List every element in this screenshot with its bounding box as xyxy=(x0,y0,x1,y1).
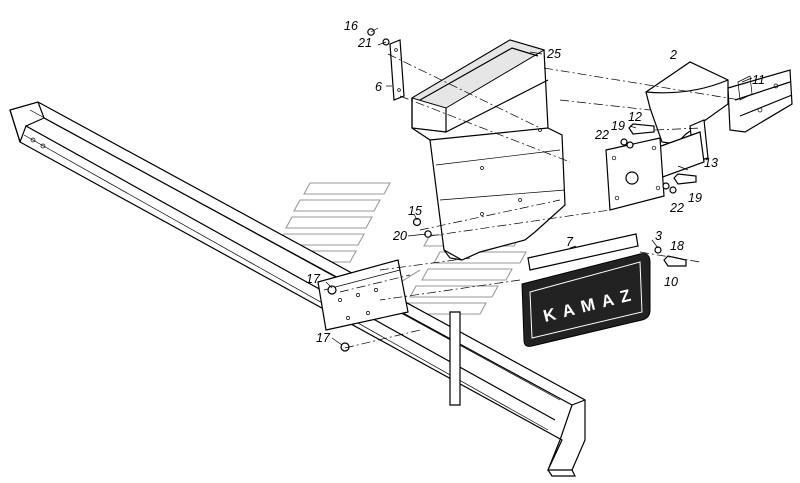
frame-side-member xyxy=(9,101,586,477)
callout-16: 16 xyxy=(344,19,358,33)
callout-19-upper: 19 xyxy=(611,119,625,133)
callout-7: 7 xyxy=(566,235,574,249)
washer-19b xyxy=(662,182,670,190)
callout-17-upper: 17 xyxy=(306,272,321,286)
assembly-axes xyxy=(339,53,741,349)
callout-22-lower: 22 xyxy=(669,201,684,215)
fasteners xyxy=(327,28,697,352)
bolt-13 xyxy=(673,173,697,185)
mud-flap: KAMAZ xyxy=(521,233,651,347)
callout-3: 3 xyxy=(655,229,662,243)
vertical-support-strip xyxy=(449,311,461,406)
bolt-12 xyxy=(628,123,655,135)
callout-6: 6 xyxy=(375,80,382,94)
callout-22-upper: 22 xyxy=(594,128,609,142)
callout-19-lower: 19 xyxy=(688,191,702,205)
callout-labels: 16 21 6 25 2 11 12 19 22 13 22 19 15 20 … xyxy=(306,19,765,345)
mounting-plate xyxy=(605,137,665,211)
callout-20: 20 xyxy=(392,229,407,243)
washer-3 xyxy=(654,246,662,254)
mudguard xyxy=(410,39,566,261)
bolt-10 xyxy=(663,255,687,267)
washer-19a xyxy=(620,138,628,146)
callout-15: 15 xyxy=(408,204,422,218)
mudguard-bracket xyxy=(645,61,793,179)
callout-2: 2 xyxy=(669,48,677,62)
callout-25: 25 xyxy=(546,47,561,61)
callout-11: 11 xyxy=(752,73,765,87)
callout-17-lower: 17 xyxy=(316,331,331,345)
washer-22a xyxy=(626,141,634,149)
callout-10: 10 xyxy=(664,275,678,289)
callout-12: 12 xyxy=(628,110,642,124)
mounting-strap xyxy=(389,39,405,101)
nut-17a xyxy=(327,285,337,295)
callout-21: 21 xyxy=(357,36,372,50)
callout-13: 13 xyxy=(704,156,718,170)
leader-lines xyxy=(325,27,753,346)
washer-15 xyxy=(412,217,422,227)
callout-18: 18 xyxy=(670,239,684,253)
washer-22b xyxy=(669,186,677,194)
frame-bracket-plate xyxy=(317,259,409,331)
